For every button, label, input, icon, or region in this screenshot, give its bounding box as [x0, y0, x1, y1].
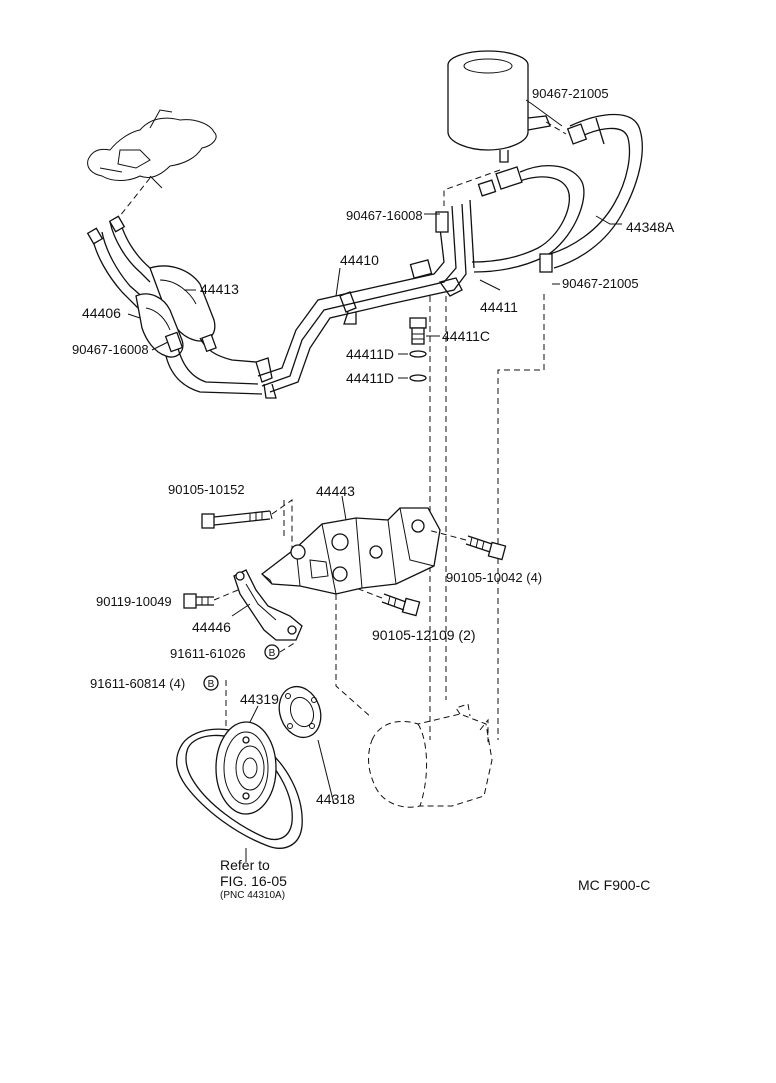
label-44411D-lower: 44411D	[346, 370, 394, 386]
label-90467-21005-top: 90467-21005	[532, 86, 609, 101]
label-91611-61026: 91611-61026	[170, 646, 246, 661]
label-44318: 44318	[316, 791, 355, 807]
steering-gear-outline	[87, 109, 217, 189]
label-44348A: 44348A	[626, 219, 675, 235]
label-44410: 44410	[340, 252, 379, 268]
leader-lines	[127, 99, 622, 862]
label-90467-21005-mid: 90467-21005	[562, 276, 639, 291]
tube-44410	[255, 199, 475, 399]
label-44406: 44406	[82, 305, 121, 321]
label-44446: 44446	[192, 619, 231, 635]
pulley-44319	[215, 721, 277, 815]
label-90105-10042: 90105-10042 (4)	[446, 570, 542, 585]
hose-44348A	[549, 113, 643, 269]
marker-b-91611-60814: B	[203, 675, 219, 691]
label-44319: 44319	[240, 691, 279, 707]
label-fig-16-05: FIG. 16-05	[220, 873, 287, 889]
label-90467-16008-top: 90467-16008	[346, 208, 423, 223]
bolt-90105-12109	[381, 593, 421, 617]
hose-44411	[471, 165, 585, 273]
pump-outline	[368, 703, 493, 808]
label-90467-16008-left: 90467-16008	[72, 342, 149, 357]
spacer-44318	[278, 685, 322, 739]
union-bolt-44411C	[409, 317, 427, 345]
label-91611-60814: 91611-60814 (4)	[90, 676, 185, 691]
adjusting-bar-44446	[233, 569, 303, 641]
label-refer-to: Refer to	[220, 857, 270, 873]
reservoir	[447, 50, 551, 163]
figure-code: MC F900-C	[578, 877, 650, 893]
bolt-90105-10152	[201, 510, 273, 529]
label-90119-10049: 90119-10049	[96, 594, 172, 609]
label-44411: 44411	[480, 299, 518, 315]
label-44411D-upper: 44411D	[346, 346, 394, 362]
label-90105-12109: 90105-12109 (2)	[372, 627, 476, 643]
label-44443: 44443	[316, 483, 355, 499]
label-44411C: 44411C	[442, 328, 490, 344]
gasket-44411D-upper	[409, 350, 427, 358]
label-44413: 44413	[200, 281, 239, 297]
label-pnc-44310a: (PNC 44310A)	[220, 890, 285, 901]
hose-44413-44406	[86, 215, 263, 395]
bolt-90105-10042	[465, 535, 507, 561]
bolt-90119-10049	[183, 593, 214, 609]
svg-text:B: B	[208, 679, 215, 690]
gasket-44411D-lower	[409, 374, 427, 382]
svg-text:B: B	[269, 648, 276, 659]
bracket-44443	[261, 507, 441, 595]
label-90105-10152: 90105-10152	[168, 482, 245, 497]
marker-b-91611-61026: B	[264, 644, 280, 660]
